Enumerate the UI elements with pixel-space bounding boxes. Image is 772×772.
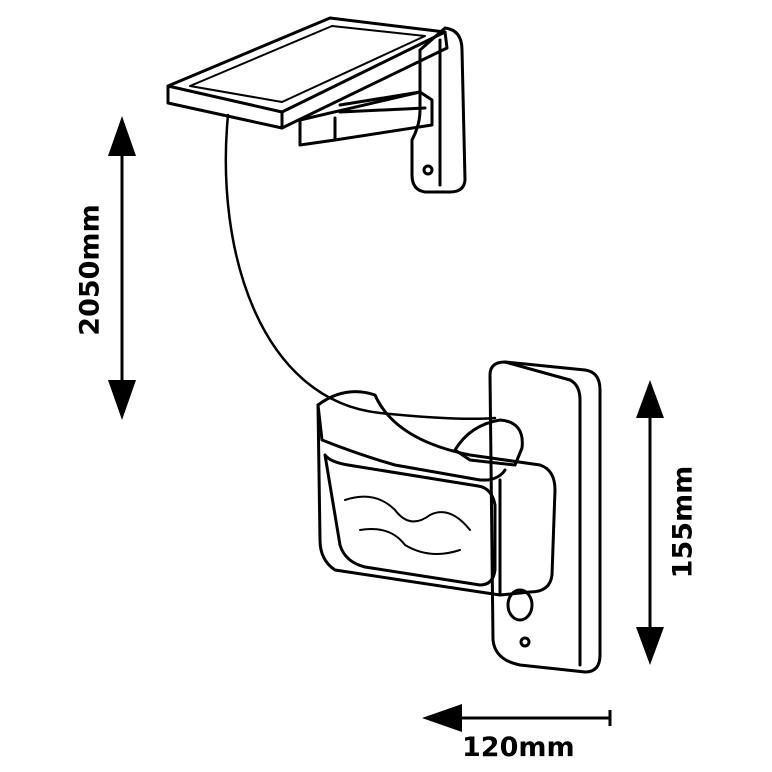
- solar-panel: [166, 16, 449, 130]
- lamp-head: [316, 390, 557, 597]
- joint: [453, 418, 524, 467]
- lamp-depth-label: 120mm: [462, 732, 575, 763]
- lamp-height-label: 155mm: [667, 465, 699, 579]
- dimension-arrow-depth: [422, 704, 612, 732]
- cable-length-label: 2050mm: [74, 204, 106, 336]
- wall-plate: [488, 360, 602, 674]
- dimension-arrow-height: [636, 380, 664, 665]
- dimension-arrow-cable: [108, 116, 136, 420]
- cable: [224, 113, 497, 421]
- solar-bracket: [298, 26, 467, 194]
